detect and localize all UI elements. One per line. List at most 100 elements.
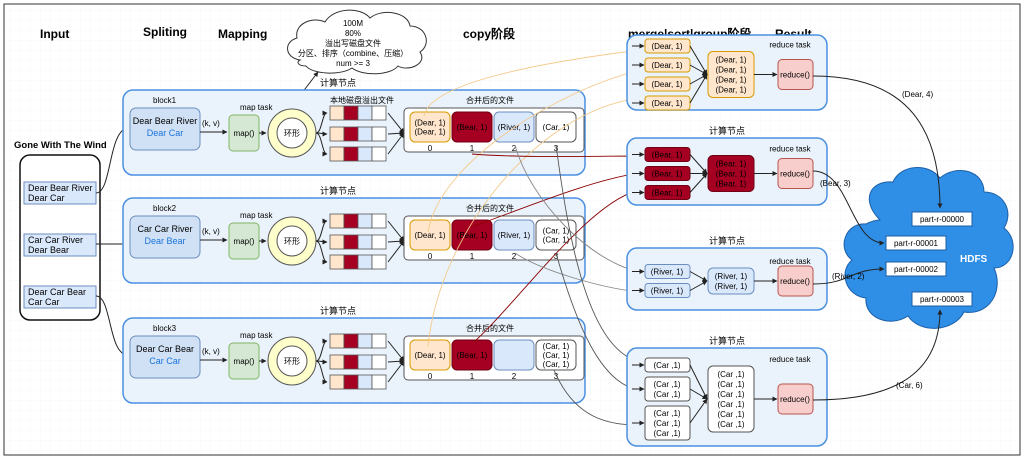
partition-index: 2 — [512, 144, 517, 153]
input-line-1b: Dear Car — [28, 193, 65, 203]
reduce-fn-box — [777, 158, 814, 189]
grouped-text: (Dear, 1) — [715, 56, 746, 65]
spill-partition — [329, 333, 345, 349]
reduce-input-text: (Dear, 1) — [651, 42, 682, 51]
partition-cell-text: (Dear, 1) — [414, 231, 445, 240]
spill-partition — [371, 105, 387, 121]
split-text-line-1: Dear Bear River — [133, 116, 198, 126]
partition-1 — [451, 339, 493, 371]
grouped-text: (Bear, 1) — [716, 160, 747, 169]
grouped-text: (Car ,1) — [717, 420, 744, 429]
header-copy: copy阶段 — [463, 26, 516, 41]
partition-cell-text: (Car, 1) — [543, 227, 570, 236]
partition-index: 3 — [554, 252, 559, 261]
merged-file-label: 合并后的文件 — [466, 323, 514, 333]
reduce-node-4: 计算节点(Car ,1)(Car ,1)(Car ,1)(Car ,1)(Car… — [626, 335, 828, 447]
grouped-text: (Car ,1) — [717, 380, 744, 389]
partition-cell-text: (Dear, 1) — [414, 128, 445, 137]
partition-cell-text: (Car, 1) — [543, 123, 570, 132]
reduce-task-label: reduce task — [769, 257, 811, 266]
map-task-label: map task — [240, 103, 273, 112]
header-mapping: Mapping — [218, 27, 267, 41]
spill-partition — [357, 234, 373, 250]
kv-label: (k, v) — [202, 227, 220, 236]
input-line-3a: Dear Car Bear — [28, 287, 86, 297]
partition-cell-text: (Car, 1) — [543, 342, 570, 351]
reduce-input-text: (Dear, 1) — [651, 61, 682, 70]
output-label-bear: (Bear, 3) — [820, 179, 851, 188]
compute-node-label: 计算节点 — [320, 185, 356, 196]
partition-3 — [535, 111, 577, 143]
partition-index: 1 — [470, 252, 475, 261]
cloud-line-1: 100M — [343, 19, 363, 28]
spill-partition — [357, 213, 373, 229]
block-label: block3 — [153, 324, 177, 333]
reduce-input-text: (Car ,1) — [653, 390, 680, 399]
merged-file-label: 合并后的文件 — [466, 95, 514, 105]
split-text-line-2: Dear Bear — [144, 236, 185, 246]
hdfs-part-2: part-r-00002 — [894, 265, 939, 274]
map-fn-label: map() — [234, 237, 255, 246]
spill-partition — [371, 354, 387, 370]
spill-partition — [329, 126, 345, 142]
hdfs-cloud: HDFS part-r-00000 part-r-00001 part-r-00… — [843, 166, 1014, 329]
reduce-fn-label: reduce() — [780, 277, 810, 286]
reduce-input-text: (Dear, 1) — [651, 99, 682, 108]
spill-partition — [329, 213, 345, 229]
input-line-3b: Car Car — [28, 297, 60, 307]
reduce-input-text: (Car ,1) — [653, 419, 680, 428]
output-label-dear: (Dear, 4) — [902, 90, 933, 99]
block-label: block2 — [153, 204, 177, 213]
spill-partition — [343, 105, 359, 121]
hdfs-part-1: part-r-00001 — [894, 239, 939, 248]
header-input: Input — [40, 27, 69, 41]
grouped-text: (Car ,1) — [717, 370, 744, 379]
split-text-line-2: Dear Car — [147, 128, 184, 138]
reduce-task-label: reduce task — [769, 145, 811, 154]
partition-cell-text: (Dear, 1) — [414, 351, 445, 360]
map-task-label: map task — [240, 211, 273, 220]
reduce-input-text: (Car ,1) — [653, 361, 680, 370]
spill-partition — [371, 213, 387, 229]
partition-index: 3 — [554, 372, 559, 381]
partition-index: 1 — [470, 144, 475, 153]
spill-partition — [343, 333, 359, 349]
partition-0 — [409, 111, 451, 143]
input-line-2b: Dear Bear — [28, 245, 69, 255]
block-label: block1 — [153, 96, 177, 105]
reduce-fn-box — [777, 59, 814, 90]
partition-cell-text: (Car, 1) — [543, 236, 570, 245]
spill-partition — [343, 213, 359, 229]
split-text-line-2: Car Car — [149, 356, 181, 366]
grouped-text: (Bear, 1) — [716, 170, 747, 179]
split-text-line-1: Car Car River — [137, 224, 192, 234]
grouped-text: (Car ,1) — [717, 400, 744, 409]
reduce-input-text: (River, 1) — [651, 287, 684, 296]
reduce-task-label: reduce task — [769, 41, 811, 50]
spill-partition — [329, 374, 345, 390]
partition-cell-text: (Car, 1) — [543, 351, 570, 360]
input-file: Gone With The Wind Dear Bear River Dear … — [14, 140, 107, 321]
reduce-fn-box — [777, 265, 814, 297]
spill-partition — [329, 254, 345, 270]
spill-partition — [329, 105, 345, 121]
compute-node-label: 计算节点 — [320, 77, 356, 88]
reduce-fn-label: reduce() — [780, 71, 810, 80]
partition-2 — [493, 339, 535, 371]
reduce-input-text: (Bear, 1) — [652, 189, 683, 198]
reduce-fn-box — [777, 383, 814, 415]
partition-index: 0 — [428, 372, 433, 381]
hdfs-part-0: part-r-00000 — [920, 215, 965, 224]
reduce-input-text: (Bear, 1) — [652, 151, 683, 160]
spill-partition — [357, 254, 373, 270]
map-fn-label: map() — [234, 357, 255, 366]
ring-buffer-label: 环形 — [284, 129, 300, 138]
compute-node-label: 计算节点 — [709, 235, 745, 246]
merged-file-label: 合并后的文件 — [466, 203, 514, 213]
spill-partition — [357, 333, 373, 349]
ring-buffer-label: 环形 — [284, 357, 300, 366]
partition-index: 0 — [428, 252, 433, 261]
